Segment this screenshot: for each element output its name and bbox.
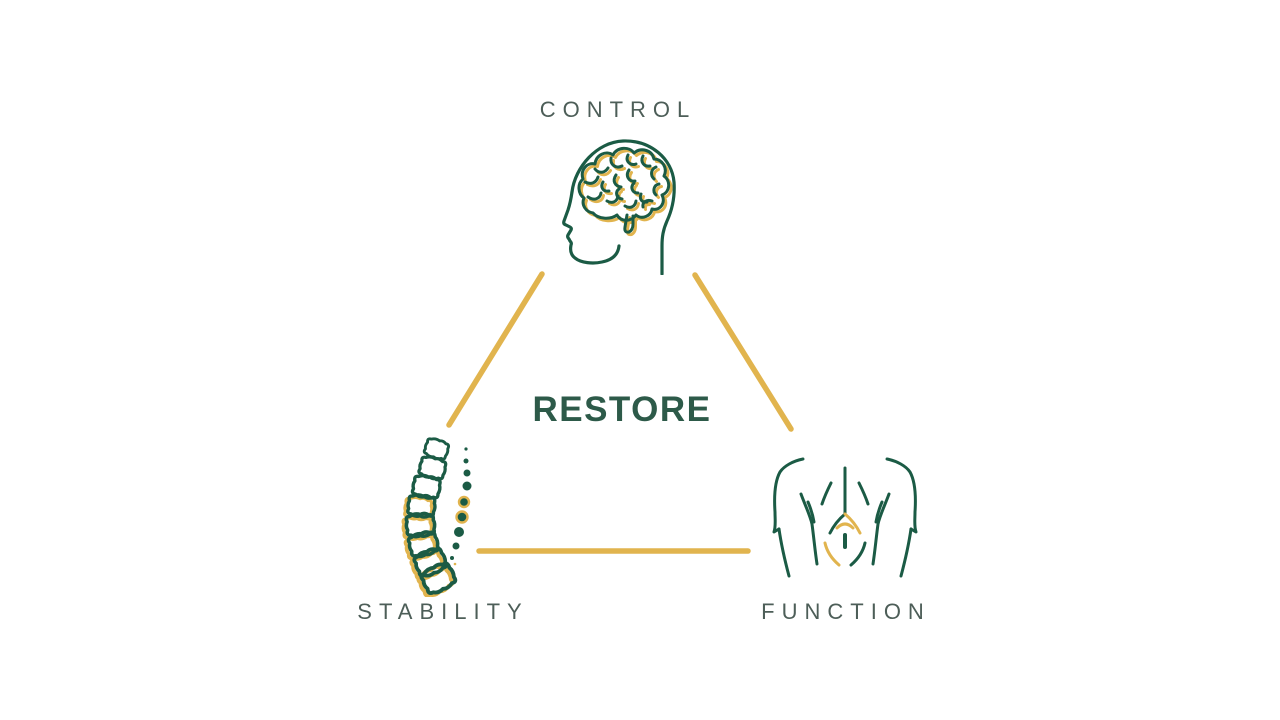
connector-line-left bbox=[446, 271, 545, 428]
control-label: CONTROL bbox=[539, 97, 697, 122]
function-label: FUNCTION bbox=[761, 599, 931, 624]
stability-label: STABILITY bbox=[357, 599, 529, 624]
spine-dots bbox=[450, 447, 472, 566]
spine-icon bbox=[400, 435, 472, 597]
torso-core-icon bbox=[772, 457, 918, 578]
head-brain-icon bbox=[562, 139, 676, 275]
center-title: RESTORE bbox=[532, 390, 712, 429]
